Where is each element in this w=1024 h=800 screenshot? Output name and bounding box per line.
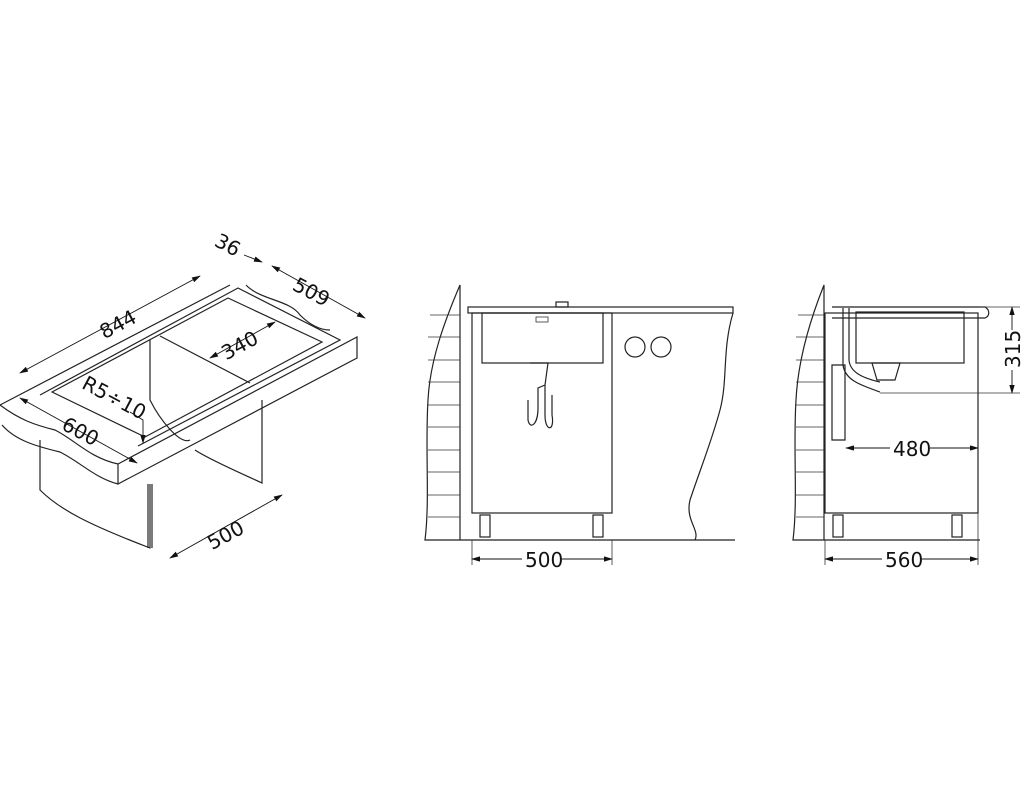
dimension-line-844 — [19, 275, 201, 374]
dimension-label-480: 480 — [893, 437, 931, 461]
dimension-line-340 — [209, 321, 276, 359]
cabinet-leg-right — [592, 514, 604, 538]
logo-plate — [535, 316, 549, 323]
cabinet-leg-left-side — [832, 514, 844, 538]
wall-section — [424, 284, 461, 541]
cabinet-side — [824, 312, 979, 514]
dimension-line-36 — [243, 254, 263, 263]
siphon — [527, 362, 554, 429]
wall-section-side — [792, 284, 825, 541]
countertop-left-wavy-edge — [0, 404, 119, 485]
dimension-label-844: 844 — [95, 305, 140, 344]
cabinet — [471, 312, 613, 514]
countertop-front-edge — [117, 336, 358, 485]
cabinet-left-side — [39, 440, 151, 549]
wall-bricks — [428, 314, 460, 518]
cutout-hole-left — [624, 336, 646, 358]
sink-bowl-front — [481, 312, 604, 364]
dimension-line-509 — [271, 265, 366, 319]
wall-bricks-side — [796, 314, 824, 518]
dimension-label-509: 509 — [289, 272, 334, 311]
cabinet-panel — [149, 340, 191, 442]
drain-pipe — [842, 308, 881, 393]
dimension-line-500-iso — [169, 494, 283, 559]
dimension-label-500-iso: 500 — [203, 516, 248, 555]
dimension-label-560: 560 — [885, 548, 923, 572]
cabinet-leg-left — [479, 514, 491, 538]
adjacent-cabinet-wavy-edge — [688, 312, 734, 541]
dimension-label-500-front: 500 — [525, 548, 563, 572]
countertop — [467, 306, 734, 314]
sink-bowl-side — [855, 311, 965, 364]
side-view: 315 480 560 — [792, 284, 1024, 572]
strainer-side — [871, 362, 901, 381]
cabinet-right-side — [194, 400, 263, 484]
dimension-label-340: 340 — [217, 326, 262, 365]
cabinet-front-edge — [147, 484, 153, 548]
dimension-label-36: 36 — [211, 228, 245, 261]
cabinet-leg-right-side — [951, 514, 963, 538]
isometric-view: 844 36 509 340 R5÷10 600 500 — [0, 228, 366, 559]
sink-bowl — [50, 297, 324, 438]
dimension-label-315: 315 — [1001, 330, 1024, 368]
front-view: 500 — [424, 284, 735, 572]
overflow-cap — [555, 301, 569, 308]
dimension-line-600 — [19, 397, 138, 464]
cutout-hole-right — [650, 336, 672, 358]
siphon-side — [831, 364, 846, 441]
dimension-label-radius: R5÷10 — [78, 371, 150, 425]
dimension-label-600: 600 — [58, 412, 103, 451]
